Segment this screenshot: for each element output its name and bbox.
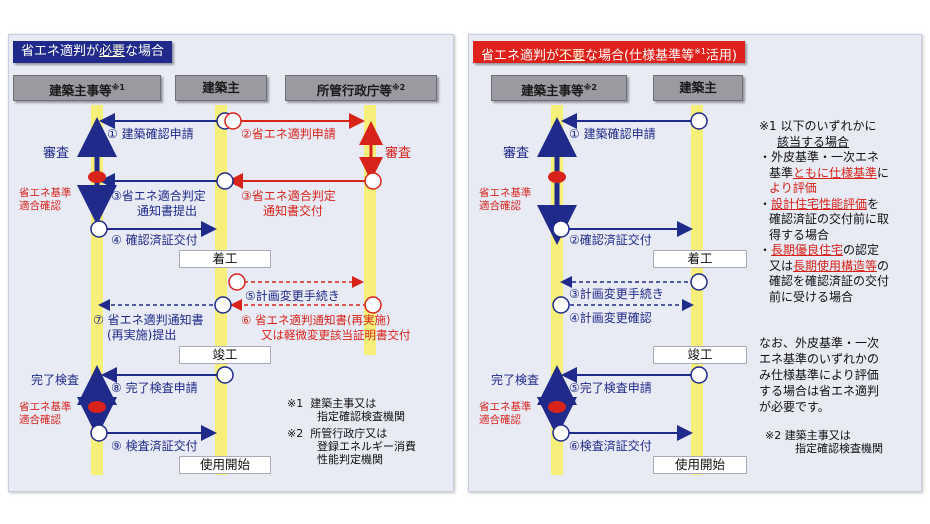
left-flow-graphic <box>77 105 383 475</box>
conform-check-2: 省エネ基準適合確認 <box>19 401 72 426</box>
step-1-label: ① 建築確認申請 <box>569 127 656 141</box>
step-3b-label: ③省エネ適合判定通知書交付 <box>241 189 336 218</box>
step-8-label: ⑧ 完了検査申請 <box>111 381 198 395</box>
conform-check-2: 省エネ基準適合確認 <box>479 401 532 426</box>
box-construction-start: 着工 <box>653 250 747 268</box>
right-flow-graphic <box>537 105 708 475</box>
step-1-label: ① 建築確認申請 <box>107 127 194 141</box>
note-paragraph: なお、外皮基準・一次 エネ基準のいずれかの み仕様基準により評価 する場合は省エ… <box>759 336 880 414</box>
box-completion: 竣工 <box>179 346 271 364</box>
step-2-label: ②確認済証交付 <box>569 233 652 247</box>
note-2: ※2 建築主事又は 指定確認検査機関 <box>765 429 883 455</box>
step-2-label: ②省エネ適判申請 <box>241 127 336 141</box>
step-6-label: ⑥ 省エネ適判通知書(再実施)又は軽微変更該当証明書交付 <box>241 313 411 342</box>
step-6-label: ⑥検査済証交付 <box>569 439 652 453</box>
review: 審査 <box>503 146 530 161</box>
header-owner: 建築主 <box>175 75 267 101</box>
step-9-label: ⑨ 検査済証交付 <box>111 439 198 453</box>
box-start-use: 使用開始 <box>179 456 271 474</box>
box-construction-start: 着工 <box>179 250 271 268</box>
step-5-label: ⑤計画変更手続き <box>245 289 340 303</box>
step-4-label: ④計画変更確認 <box>569 311 652 325</box>
conform-check-1: 省エネ基準適合確認 <box>19 187 72 212</box>
step-3-label: ③計画変更手続き <box>569 287 664 301</box>
header-building-official: 建築主事等※1 <box>13 75 161 101</box>
right-title: 省エネ適判が不要な場合(仕様基準等※1活用) <box>473 41 745 63</box>
note-1: ※1 建築主事又は 指定確認検査機関 <box>287 397 405 423</box>
final-inspection: 完了検査 <box>491 373 540 387</box>
header-owner: 建築主 <box>653 75 743 101</box>
conform-check-1: 省エネ基準適合確認 <box>479 187 532 212</box>
right-panel: 省エネ適判が不要な場合(仕様基準等※1活用) 建築主事等※2 建築主 ① 建築確… <box>468 34 922 492</box>
step-3a-label: ③省エネ適合判定通知書提出 <box>111 189 206 218</box>
review-right: 審査 <box>385 146 412 161</box>
left-panel: 省エネ適判が必要な場合 建築主事等※1 建築主 所管行政庁等※2 ① 建築確認申… <box>8 34 454 492</box>
step-4-label: ④ 確認済証交付 <box>111 233 198 247</box>
step-5-label: ⑤完了検査申請 <box>569 381 652 395</box>
final-inspection: 完了検査 <box>31 373 80 387</box>
box-completion: 竣工 <box>653 346 747 364</box>
header-agency: 所管行政庁等※2 <box>285 75 437 101</box>
header-building-official: 建築主事等※2 <box>491 75 627 101</box>
note-1-conditions: ※1 以下のいずれかに 該当する場合 ・外皮基準・一次エネ 基準ともに仕様基準に… <box>759 119 890 304</box>
left-title: 省エネ適判が必要な場合 <box>13 41 173 63</box>
review-left: 審査 <box>43 146 70 161</box>
box-start-use: 使用開始 <box>653 456 747 474</box>
step-7-label: ⑦ 省エネ適判通知書(再実施)提出 <box>93 313 204 342</box>
note-2: ※2 所管行政庁又は 登録エネルギー消費 性能判定機関 <box>287 427 416 466</box>
